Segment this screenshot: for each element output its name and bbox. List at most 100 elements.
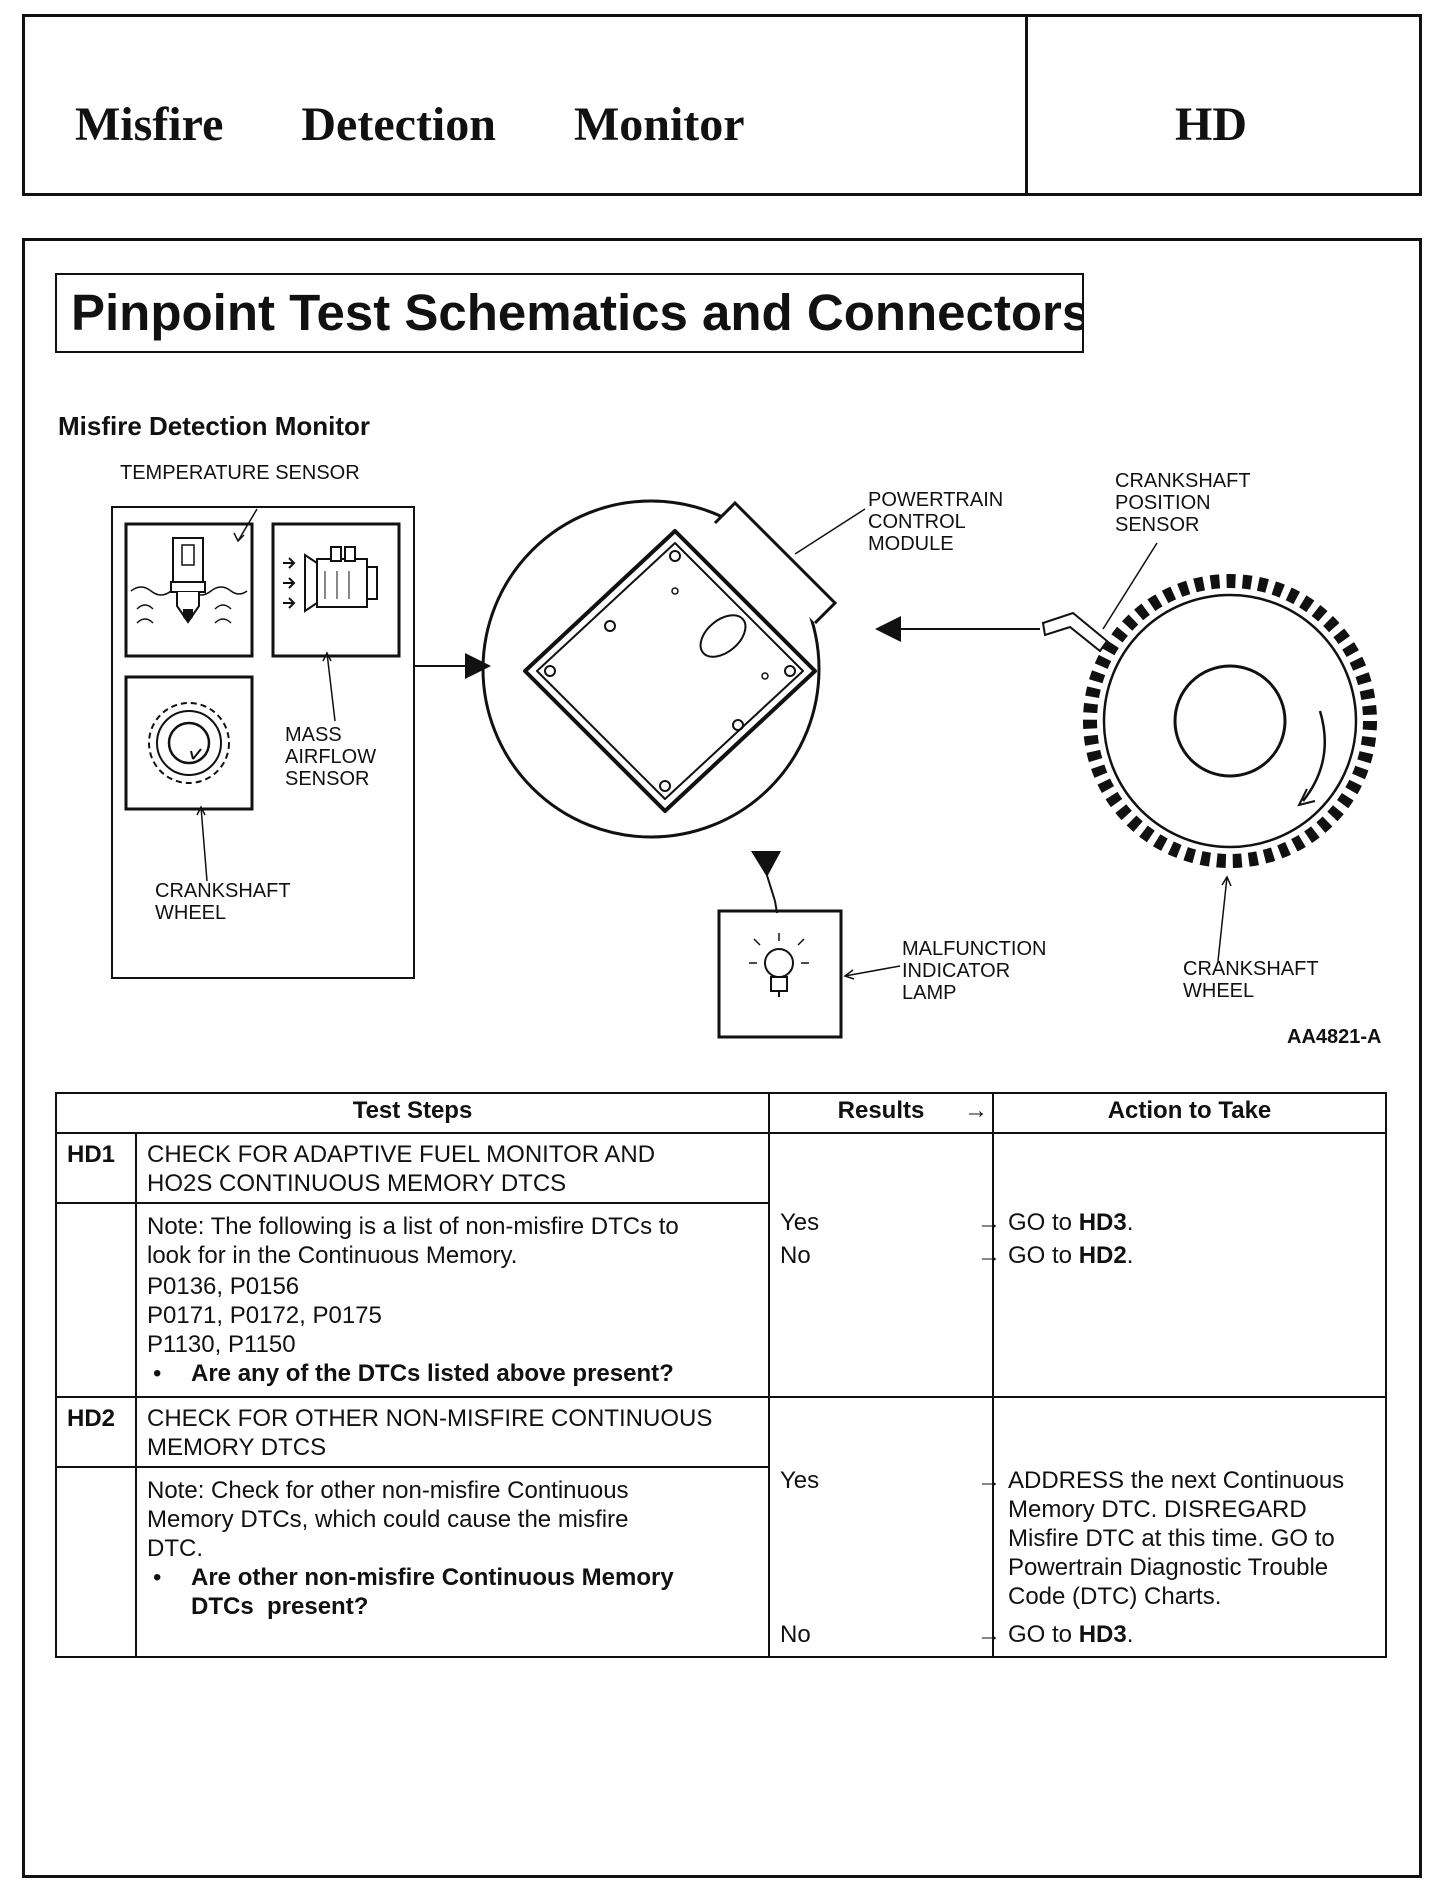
label-crankshaft-wheel-right: WHEEL [1183, 980, 1254, 1002]
step-body: Note: Check for other non-misfire Contin… [135, 1466, 770, 1658]
action-block: ADDRESS the next Continuous Memory DTC. … [1008, 1466, 1373, 1611]
crankshaft-position-sensor-icon [1041, 611, 1109, 653]
action-line: ADDRESS the next Continuous [1008, 1467, 1345, 1494]
step-note: DTC. [147, 1535, 203, 1562]
step-actions: GO to HD3. GO to HD2. [992, 1132, 1387, 1398]
label-mil: INDICATOR [902, 960, 1010, 982]
action-line: Misfire DTC at this time. GO to [1008, 1525, 1335, 1552]
header-test-steps: Test Steps [55, 1092, 770, 1134]
label-crankshaft-wheel-left: CRANKSHAFT [155, 880, 291, 902]
label-crankshaft-wheel-right: CRANKSHAFT [1183, 958, 1319, 980]
action-text: GO to [1008, 1621, 1079, 1648]
header-results-label: Results [837, 1097, 925, 1124]
label-ckp: CRANKSHAFT [1115, 470, 1251, 492]
section-heading: Pinpoint Test Schematics and Connectors [55, 273, 1084, 353]
step-results: Yes → No → [768, 1396, 1001, 1658]
question-text: Are any of the DTCs listed above present… [191, 1360, 674, 1387]
label-temperature-sensor: TEMPERATURE SENSOR [120, 462, 360, 484]
header-results-arrow: → [964, 1097, 988, 1124]
label-mil: LAMP [902, 982, 956, 1004]
label-pcm: POWERTRAIN [868, 489, 1003, 511]
document-header: Misfire Detection Monitor HD [22, 14, 1422, 196]
test-steps-table: Test Steps Results → Action to Take HD1 … [55, 1092, 1387, 1658]
step-heading-line: CHECK FOR ADAPTIVE FUEL MONITOR AND [147, 1141, 656, 1168]
action-suffix: . [1126, 1209, 1134, 1236]
result-label: Yes [780, 1209, 820, 1236]
action-line: GO to HD2. [1008, 1241, 1373, 1270]
result-label: No [780, 1621, 811, 1648]
table-row: HD2 CHECK FOR OTHER NON-MISFIRE CONTINUO… [55, 1396, 1387, 1658]
result-no: No → [780, 1620, 1005, 1649]
step-question: • Are any of the DTCs listed above prese… [147, 1359, 758, 1388]
figure-id: AA4821-A [1287, 1026, 1381, 1048]
step-note: Memory DTCs, which could cause the misfi… [147, 1506, 629, 1533]
action-text: GO to [1008, 1242, 1079, 1269]
dtc-list-item: P1130, P1150 [147, 1331, 296, 1358]
label-ckp: POSITION [1115, 492, 1211, 514]
figure-title: Misfire Detection Monitor [58, 411, 371, 441]
main-content: Pinpoint Test Schematics and Connectors … [22, 238, 1422, 1878]
bullet: • [153, 1360, 162, 1387]
step-note: Note: Check for other non-misfire Contin… [147, 1477, 629, 1504]
label-mass-airflow: MASS [285, 724, 342, 746]
mass-airflow-sensor-icon [271, 522, 401, 658]
action-line: GO to HD3. [1008, 1620, 1373, 1649]
step-code: HD1 [55, 1132, 137, 1204]
label-mass-airflow: SENSOR [285, 768, 369, 790]
header-divider [1025, 17, 1028, 193]
action-text: GO to [1008, 1209, 1079, 1236]
action-line: Code (DTC) Charts. [1008, 1583, 1222, 1610]
sensor-panel [111, 506, 415, 979]
question-line: Are other non-misfire Continuous Memory [191, 1564, 674, 1591]
result-no: No → [780, 1241, 1005, 1270]
header-results: Results → [768, 1092, 994, 1134]
table-row: Note: Check for other non-misfire Contin… [55, 1466, 1386, 1658]
bullet: • [153, 1564, 162, 1591]
label-mass-airflow: AIRFLOW [285, 746, 376, 768]
result-yes: Yes → [780, 1466, 1005, 1495]
action-suffix: . [1126, 1242, 1134, 1269]
step-heading-line: CHECK FOR OTHER NON-MISFIRE CONTINUOUS [147, 1405, 713, 1432]
table-row: HD1 CHECK FOR ADAPTIVE FUEL MONITOR AND … [55, 1132, 1387, 1398]
label-pcm: CONTROL [868, 511, 966, 533]
step-code-empty [55, 1466, 137, 1658]
step-question: • Are other non-misfire Continuous Memor… [147, 1563, 758, 1621]
table-row: Note: The following is a list of non-mis… [55, 1202, 1386, 1398]
action-line: GO to HD3. [1008, 1208, 1373, 1237]
step-note: look for in the Continuous Memory. [147, 1242, 518, 1269]
step-heading-line: MEMORY DTCS [147, 1434, 327, 1461]
schematic-diagram: TEMPERATURE SENSOR MASS AIRFLOW SENSOR C… [111, 462, 1381, 1048]
step-body: Note: The following is a list of non-mis… [135, 1202, 770, 1398]
temperature-sensor-icon [124, 522, 254, 658]
result-label: Yes [780, 1467, 820, 1494]
crankshaft-wheel-right-icon [1083, 574, 1377, 868]
action-line: Powertrain Diagnostic Trouble [1008, 1554, 1329, 1581]
label-crankshaft-wheel-left: WHEEL [155, 902, 226, 924]
table-header-row: Test Steps Results → Action to Take [55, 1092, 1387, 1134]
result-yes: Yes → [780, 1208, 1005, 1237]
step-heading: CHECK FOR ADAPTIVE FUEL MONITOR AND HO2S… [135, 1132, 770, 1204]
action-target: HD3 [1078, 1209, 1127, 1236]
label-pcm: MODULE [868, 533, 954, 555]
step-heading-line: HO2S CONTINUOUS MEMORY DTCS [147, 1170, 567, 1197]
section-code: HD [1175, 98, 1247, 151]
step-code-empty [55, 1202, 137, 1398]
label-ckp: SENSOR [1115, 514, 1199, 536]
label-mil: MALFUNCTION [902, 938, 1046, 960]
step-note: Note: The following is a list of non-mis… [147, 1213, 679, 1240]
pcm-icon [481, 499, 838, 839]
dtc-list-item: P0171, P0172, P0175 [147, 1302, 382, 1329]
action-suffix: . [1126, 1621, 1134, 1648]
question-text: Are other non-misfire Continuous Memory … [191, 1563, 674, 1621]
result-label: No [780, 1242, 811, 1269]
malfunction-indicator-lamp-icon [717, 909, 843, 1039]
question-line: DTCs present? [191, 1593, 369, 1620]
action-target: HD3 [1078, 1621, 1127, 1648]
step-heading: CHECK FOR OTHER NON-MISFIRE CONTINUOUS M… [135, 1396, 770, 1468]
header-action: Action to Take [992, 1092, 1387, 1134]
crankshaft-wheel-left-icon [124, 675, 254, 811]
step-code: HD2 [55, 1396, 137, 1468]
action-line: Memory DTC. DISREGARD [1008, 1496, 1307, 1523]
document-title: Misfire Detection Monitor [75, 98, 745, 151]
dtc-list-item: P0136, P0156 [147, 1273, 300, 1300]
